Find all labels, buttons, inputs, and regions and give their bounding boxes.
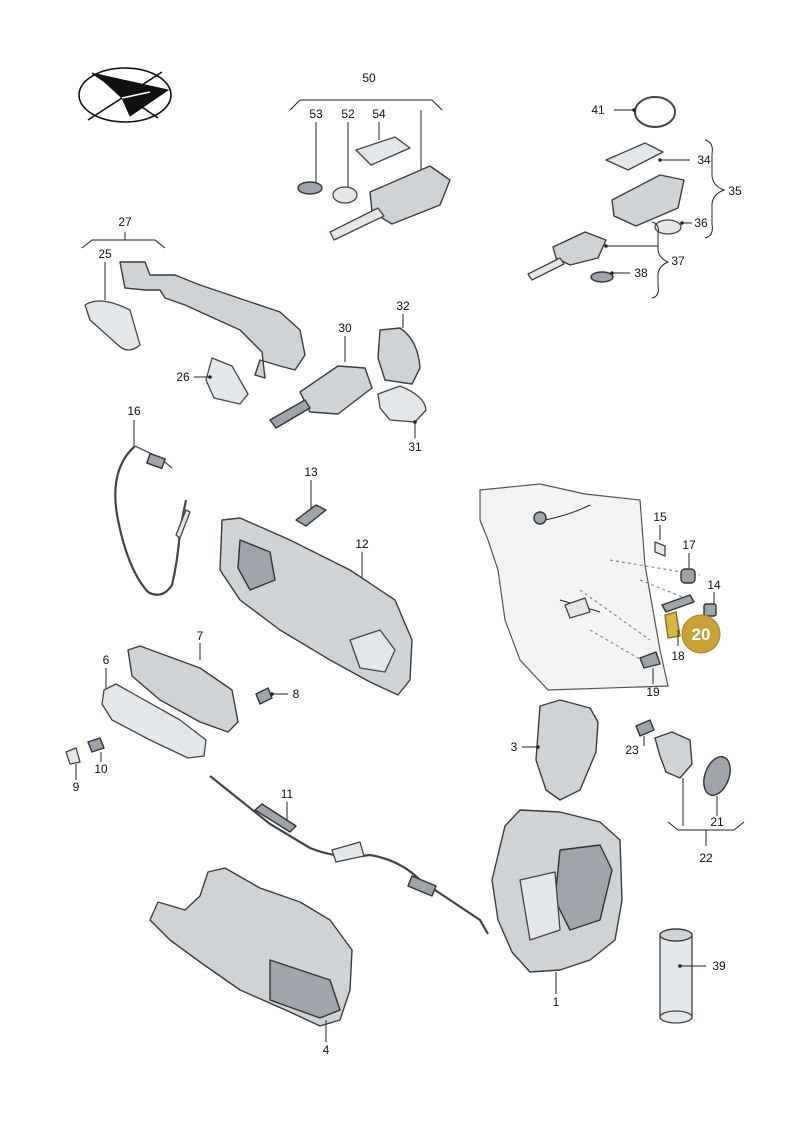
gasket-25 <box>84 300 141 351</box>
screw-10 <box>87 737 105 753</box>
label-50: 50 <box>362 71 376 85</box>
label-20[interactable]: 20 <box>692 625 711 644</box>
remote-key-35 <box>611 174 685 227</box>
inner-handle-bezel-7 <box>127 645 239 733</box>
label-13: 13 <box>304 465 318 479</box>
battery-36 <box>654 219 682 235</box>
grease-can <box>659 934 693 1018</box>
cover-21 <box>703 756 731 796</box>
nut-14 <box>703 603 717 617</box>
label-23: 23 <box>625 743 639 757</box>
button-pad-34 <box>605 142 664 171</box>
label-26: 26 <box>176 370 190 384</box>
label-16: 16 <box>127 404 141 418</box>
striker-group-22 <box>635 719 745 846</box>
o-ring-41 <box>634 96 676 128</box>
label-7: 7 <box>197 629 204 643</box>
screw-8 <box>255 687 273 705</box>
bushing-17 <box>680 568 696 584</box>
label-30: 30 <box>338 321 352 335</box>
door-frame <box>479 483 669 691</box>
battery-38 <box>590 271 614 283</box>
label-1: 1 <box>553 995 560 1009</box>
inner-handle-group <box>65 643 288 780</box>
key-group-50 <box>289 99 451 241</box>
key-blade-37 <box>527 257 565 281</box>
label-36: 36 <box>694 216 708 230</box>
outer-door-handle <box>119 261 306 379</box>
label-11: 11 <box>281 787 294 801</box>
label-6: 6 <box>103 653 110 667</box>
cap-32 <box>377 327 421 385</box>
label-17: 17 <box>682 538 696 552</box>
inner-handle-6 <box>101 683 207 759</box>
door-panel-section <box>479 483 717 691</box>
key-housing-37 <box>552 231 607 266</box>
screw-19 <box>639 651 661 669</box>
label-21: 21 <box>710 815 724 829</box>
bowden-cable-16 <box>114 420 191 596</box>
cable-end <box>175 509 191 539</box>
lock-bracket <box>535 699 599 801</box>
striker-plate <box>654 731 693 779</box>
label-41: 41 <box>591 103 605 117</box>
label-15: 15 <box>653 510 667 524</box>
bolt-18 <box>661 594 695 613</box>
battery-53 <box>297 181 323 195</box>
label-37: 37 <box>671 254 685 268</box>
cylinder-rod <box>269 399 311 429</box>
lock-cylinder-group <box>269 314 427 438</box>
lock-bracket-3 <box>522 699 599 801</box>
label-4: 4 <box>323 1043 330 1057</box>
cable-sleeve <box>254 803 297 833</box>
cable-bellows <box>331 841 365 863</box>
label-34: 34 <box>697 153 711 167</box>
lock-cylinder-30 <box>299 365 373 415</box>
label-14: 14 <box>707 578 721 592</box>
label-39: 39 <box>712 959 726 973</box>
door-handle-group-27 <box>81 232 306 405</box>
label-25: 25 <box>98 247 112 261</box>
label-22: 22 <box>699 851 713 865</box>
label-35: 35 <box>728 184 742 198</box>
handle-carrier-group <box>219 480 413 696</box>
label-27: 27 <box>118 215 132 229</box>
plug-15 <box>654 541 666 557</box>
paper-plane-logo <box>78 67 172 123</box>
label-9: 9 <box>73 780 80 794</box>
button-pad-54 <box>355 136 411 166</box>
label-8: 8 <box>293 687 300 701</box>
label-12: 12 <box>355 537 369 551</box>
cap-31 <box>377 385 427 423</box>
gasket-26 <box>205 357 249 405</box>
label-31: 31 <box>408 440 422 454</box>
bowden-cable-11 <box>209 775 489 935</box>
door-module-4 <box>149 867 353 1042</box>
label-38: 38 <box>634 266 648 280</box>
cap-9 <box>65 747 81 765</box>
highlight-badge-20[interactable] <box>681 614 721 654</box>
key-blade <box>329 207 385 241</box>
key-group-right <box>527 96 726 299</box>
label-52: 52 <box>341 107 355 121</box>
label-3: 3 <box>511 740 518 754</box>
cable-clip <box>146 452 166 470</box>
label-54: 54 <box>372 107 386 121</box>
label-18: 18 <box>671 649 685 663</box>
battery-52 <box>332 186 358 204</box>
screw-13 <box>295 504 327 527</box>
grease-can-39 <box>659 928 706 1024</box>
label-32: 32 <box>396 299 410 313</box>
screw-23 <box>635 719 655 737</box>
label-53: 53 <box>309 107 323 121</box>
door-lock-1 <box>491 809 623 994</box>
label-10: 10 <box>94 762 108 776</box>
label-19: 19 <box>646 685 660 699</box>
highlighted-part-20 <box>664 611 681 639</box>
